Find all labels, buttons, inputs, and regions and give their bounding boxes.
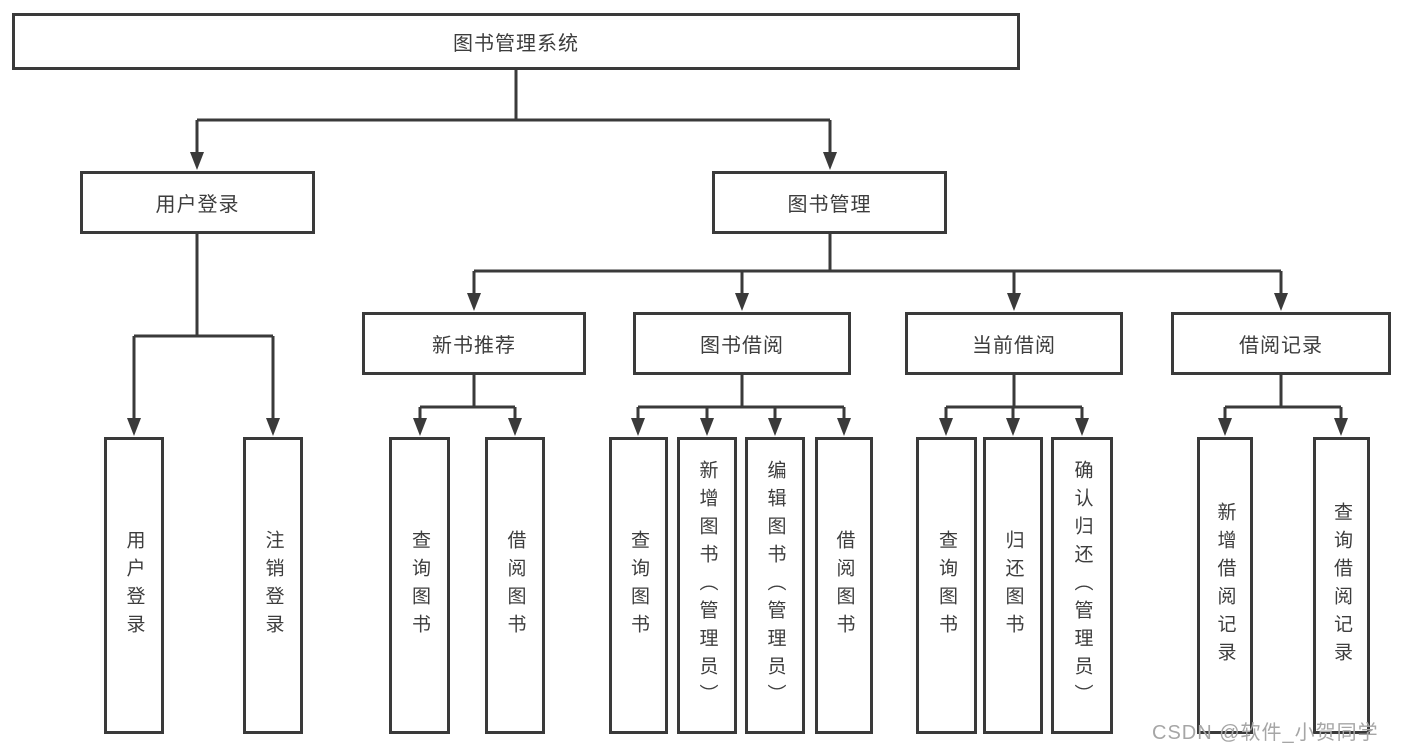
- node-user-login: 用户登录: [80, 171, 315, 234]
- connector-root-to-level2: [190, 70, 837, 170]
- node-leaf-query-borrow-record: 查询借阅记录: [1313, 437, 1370, 734]
- node-book-management: 图书管理: [712, 171, 947, 234]
- node-leaf-add-borrow-record: 新增借阅记录: [1197, 437, 1253, 734]
- connectors: [127, 70, 1348, 436]
- connector-borrow-records-to-leaves: [1218, 375, 1348, 436]
- connector-new-books-to-leaves: [413, 375, 522, 436]
- node-leaf-logout: 注销登录: [243, 437, 303, 734]
- connector-user-login-to-leaves: [127, 234, 280, 436]
- connector-book-mgmt-to-level3: [467, 234, 1288, 311]
- node-borrow-records: 借阅记录: [1171, 312, 1391, 375]
- node-leaf-edit-books-admin: 编辑图书（管理员）: [745, 437, 805, 734]
- node-root: 图书管理系统: [12, 13, 1020, 70]
- node-leaf-borrow-books-1: 借阅图书: [485, 437, 545, 734]
- node-leaf-query-books-1: 查询图书: [389, 437, 450, 734]
- node-leaf-confirm-return-admin: 确认归还（管理员）: [1051, 437, 1113, 734]
- node-new-book-recommend: 新书推荐: [362, 312, 586, 375]
- node-book-borrow: 图书借阅: [633, 312, 851, 375]
- node-leaf-add-books-admin: 新增图书（管理员）: [677, 437, 737, 734]
- csdn-watermark: CSDN @软件_小贺同学: [1152, 722, 1379, 744]
- node-leaf-query-books-3: 查询图书: [916, 437, 977, 734]
- node-leaf-return-books: 归还图书: [983, 437, 1043, 734]
- node-leaf-query-books-2: 查询图书: [609, 437, 668, 734]
- connector-current-borrow-to-leaves: [939, 375, 1089, 436]
- connector-book-borrow-to-leaves: [631, 375, 851, 436]
- node-current-borrow: 当前借阅: [905, 312, 1123, 375]
- node-leaf-borrow-books-2: 借阅图书: [815, 437, 873, 734]
- node-leaf-user-login: 用户登录: [104, 437, 164, 734]
